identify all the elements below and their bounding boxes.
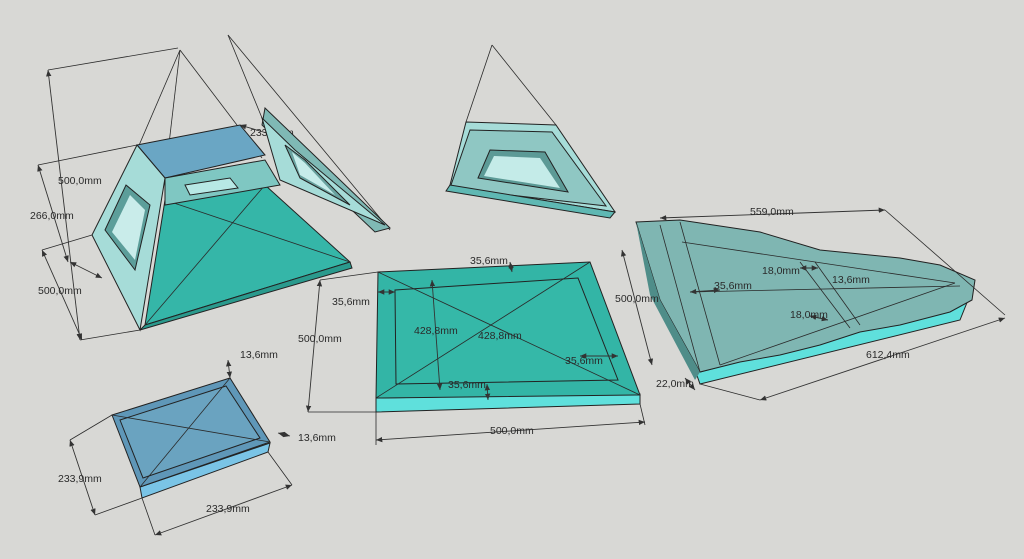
dim-slab-35: 35,6mm: [714, 280, 752, 292]
dim-pyramid-base: 500,0mm: [38, 285, 82, 297]
stone-slab: [620, 207, 1006, 401]
triangle-frame-piece: [445, 44, 617, 219]
dim-slab-thickness: 22,0mm: [656, 378, 694, 390]
dim-slab-18-top: 18,0mm: [762, 265, 800, 277]
dim-base-border-right: 35,6mm: [565, 355, 603, 367]
dim-small-border-top: 13,6mm: [240, 349, 278, 361]
dim-slab-13: 13,6mm: [832, 274, 870, 286]
dim-slab-18-bottom: 18,0mm: [790, 309, 828, 321]
dim-base-inner-vertical: 428,8mm: [414, 325, 458, 337]
dim-base-border-left: 35,6mm: [332, 296, 370, 308]
base-plate: [305, 261, 646, 445]
dim-small-depth: 233,9mm: [58, 473, 102, 485]
dim-slab-height: 500,0mm: [615, 293, 659, 305]
dim-slab-length: 559,0mm: [750, 206, 794, 218]
dim-base-border-top: 35,6mm: [470, 255, 508, 267]
small-plate: [69, 359, 293, 536]
dim-base-height: 500,0mm: [298, 333, 342, 345]
pyramid-assembly: 500,0mm 266,0mm 500,0mm 233,9mm: [30, 34, 391, 341]
dim-pyramid-height-outer: 500,0mm: [58, 175, 102, 187]
side-frame-piece: [260, 106, 391, 233]
dim-small-width: 233,9mm: [206, 503, 250, 515]
dim-base-border-bottom: 35,6mm: [448, 379, 486, 391]
dim-pyramid-height-frame: 266,0mm: [30, 210, 74, 222]
dim-base-inner-diagonal: 428,8mm: [478, 330, 522, 342]
apex-projection-lines: [136, 34, 391, 231]
dim-small-border-right: 13,6mm: [298, 432, 336, 444]
pyramid-dimension-lines: [37, 47, 291, 341]
dim-base-width: 500,0mm: [490, 425, 534, 437]
dim-slab-diagonal: 612,4mm: [866, 349, 910, 361]
